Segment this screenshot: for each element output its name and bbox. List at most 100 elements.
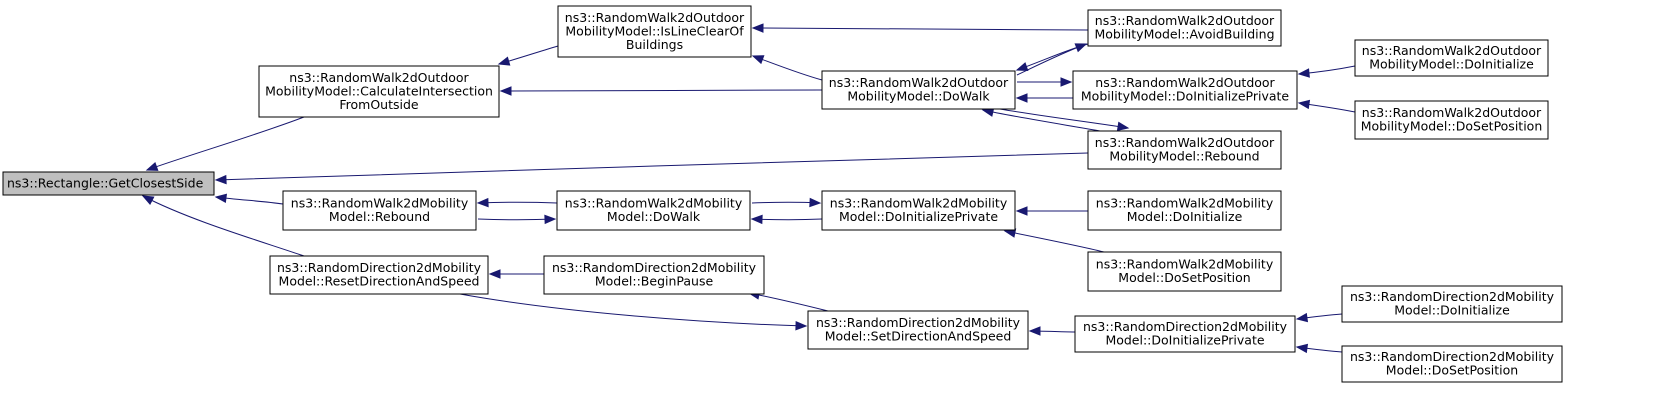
node-box[interactable] [1072, 70, 1298, 110]
edge-rd2_dp-to-rd2_sd [1028, 326, 1076, 336]
node-label: FromOutside [339, 97, 419, 112]
node-rd2_rd[interactable]: ns3::RandomDirection2dMobilityModel::Res… [269, 255, 489, 295]
edge-rd2_di-to-rd2_dp [1295, 312, 1343, 323]
edge-arrowhead [1015, 93, 1028, 103]
edge-line [459, 293, 807, 327]
edge-rw2o_dw-to-rw2o_il [751, 55, 823, 81]
node-rw2o_ab[interactable]: ns3::RandomWalk2dOutdoorMobilityModel::A… [1087, 9, 1282, 47]
node-box[interactable] [821, 190, 1016, 231]
node-label: ns3::RandomWalk2dOutdoor [1095, 75, 1275, 90]
node-rw2_dp[interactable]: ns3::RandomWalk2dMobilityModel::DoInitia… [821, 190, 1016, 231]
edge-arrowhead [795, 320, 808, 331]
node-label: ns3::RandomWalk2dOutdoor [565, 10, 745, 25]
edge-arrowhead [214, 174, 227, 185]
edge-rw2_di-to-rw2_dp [1015, 206, 1089, 216]
edge-rw2_dw-to-rw2_rb [476, 197, 558, 208]
node-label: Model::DoInitializePrivate [1105, 333, 1264, 348]
node-label: ns3::RandomWalk2dMobility [291, 196, 469, 211]
node-label: MobilityModel::DoInitialize [1369, 57, 1534, 72]
node-box[interactable] [1341, 285, 1563, 323]
node-box[interactable] [807, 310, 1029, 350]
node-box[interactable] [556, 190, 751, 231]
node-rw2o_dp[interactable]: ns3::RandomWalk2dOutdoorMobilityModel::D… [1072, 70, 1298, 110]
node-box[interactable] [543, 255, 765, 295]
node-label: Model::DoSetPosition [1118, 270, 1250, 285]
node-box[interactable] [282, 190, 477, 231]
node-label: ns3::RandomDirection2dMobility [552, 260, 757, 275]
edge-line [1004, 230, 1105, 253]
edge-rw2o_ab-to-rw2o_il [751, 23, 1089, 33]
node-rw2o_rb[interactable]: ns3::RandomWalk2dOutdoorMobilityModel::R… [1087, 130, 1282, 170]
node-label: ns3::Rectangle::GetClosestSide [7, 175, 204, 190]
edge-arrowhead [145, 162, 159, 171]
node-box[interactable] [258, 65, 500, 118]
node-label: Buildings [626, 37, 683, 52]
edge-arrowhead [214, 193, 228, 204]
node-label: Model::Rebound [329, 209, 430, 224]
node-box[interactable] [1087, 190, 1282, 231]
node-label: MobilityModel::CalculateIntersection [265, 83, 493, 98]
edge-rd2_rd-to-rd2_sd [459, 293, 808, 331]
edge-arrowhead [476, 197, 489, 208]
node-rw2o_il[interactable]: ns3::RandomWalk2dOutdoorMobilityModel::I… [557, 5, 752, 58]
node-box[interactable] [1354, 100, 1549, 140]
edge-rw2o_rb-to-gcs [214, 152, 1089, 185]
edge-line [1016, 43, 1087, 76]
edge-arrowhead [809, 197, 822, 208]
node-label: Model::DoInitializePrivate [839, 209, 998, 224]
node-rw2_ds[interactable]: ns3::RandomWalk2dMobilityModel::DoSetPos… [1087, 251, 1282, 292]
edge-line [142, 195, 305, 257]
edge-rw2_ds-to-rw2_dp [1003, 228, 1105, 253]
edge-rw2o_dw-to-rw2o_rb [999, 108, 1130, 132]
node-rd2_bp[interactable]: ns3::RandomDirection2dMobilityModel::Beg… [543, 255, 765, 295]
node-label: ns3::RandomDirection2dMobility [1350, 349, 1555, 364]
edge-line [982, 109, 1101, 132]
edge-rw2_dw-to-rw2_dp [751, 197, 822, 208]
node-box[interactable] [1354, 39, 1549, 77]
edge-line [748, 292, 829, 312]
node-box[interactable] [821, 70, 1016, 110]
edge-arrowhead [750, 214, 763, 225]
node-rw2o_dw[interactable]: ns3::RandomWalk2dOutdoorMobilityModel::D… [821, 70, 1016, 110]
edge-line [477, 218, 556, 221]
edge-arrowhead [1060, 77, 1073, 87]
root-node-box[interactable] [2, 171, 215, 196]
node-label: ns3::RandomDirection2dMobility [1083, 319, 1288, 334]
edges-layer [141, 23, 1356, 354]
edge-rw2o_dw-to-rw2o_ci [499, 86, 823, 96]
edge-line [215, 152, 1089, 181]
node-rd2_ds[interactable]: ns3::RandomDirection2dMobilityModel::DoS… [1341, 345, 1563, 383]
node-label: Model::BeginPause [595, 274, 714, 289]
edge-rw2o_rb-to-rw2o_dw [981, 107, 1101, 132]
edge-arrowhead [1295, 343, 1309, 354]
edge-arrowhead [488, 269, 501, 279]
node-gcs[interactable]: ns3::Rectangle::GetClosestSide [2, 171, 215, 196]
node-rd2_di[interactable]: ns3::RandomDirection2dMobilityModel::DoI… [1341, 285, 1563, 323]
edge-line [477, 201, 558, 204]
node-box[interactable] [269, 255, 489, 295]
edge-rw2o_dw-to-rw2o_dp [1017, 77, 1073, 87]
node-rw2_di[interactable]: ns3::RandomWalk2dMobilityModel::DoInitia… [1087, 190, 1282, 231]
edge-arrowhead [751, 55, 765, 65]
node-box[interactable] [1087, 130, 1282, 170]
edge-arrowhead [1297, 99, 1311, 110]
node-box[interactable] [1341, 345, 1563, 383]
node-label: MobilityModel::DoWalk [847, 89, 990, 104]
edge-rd2_rd-to-gcs [141, 195, 305, 257]
edge-rw2o_dp-to-rw2o_dw [1015, 93, 1073, 103]
node-rd2_sd[interactable]: ns3::RandomDirection2dMobilityModel::Set… [807, 310, 1029, 350]
node-box[interactable] [557, 5, 752, 58]
node-box[interactable] [1087, 9, 1282, 47]
node-rw2o_ci[interactable]: ns3::RandomWalk2dOutdoorMobilityModel::C… [258, 65, 500, 118]
edge-arrowhead [751, 23, 764, 33]
node-rw2o_di[interactable]: ns3::RandomWalk2dOutdoorMobilityModel::D… [1354, 39, 1549, 77]
node-label: ns3::RandomWalk2dMobility [1096, 257, 1274, 272]
node-box[interactable] [1087, 251, 1282, 292]
node-label: Model::DoInitialize [1127, 209, 1243, 224]
node-rw2o_ds[interactable]: ns3::RandomWalk2dOutdoorMobilityModel::D… [1354, 100, 1549, 140]
node-box[interactable] [1074, 315, 1296, 353]
edge-rw2o_di-to-rw2o_dp [1297, 65, 1356, 78]
node-rd2_dp[interactable]: ns3::RandomDirection2dMobilityModel::DoI… [1074, 315, 1296, 353]
